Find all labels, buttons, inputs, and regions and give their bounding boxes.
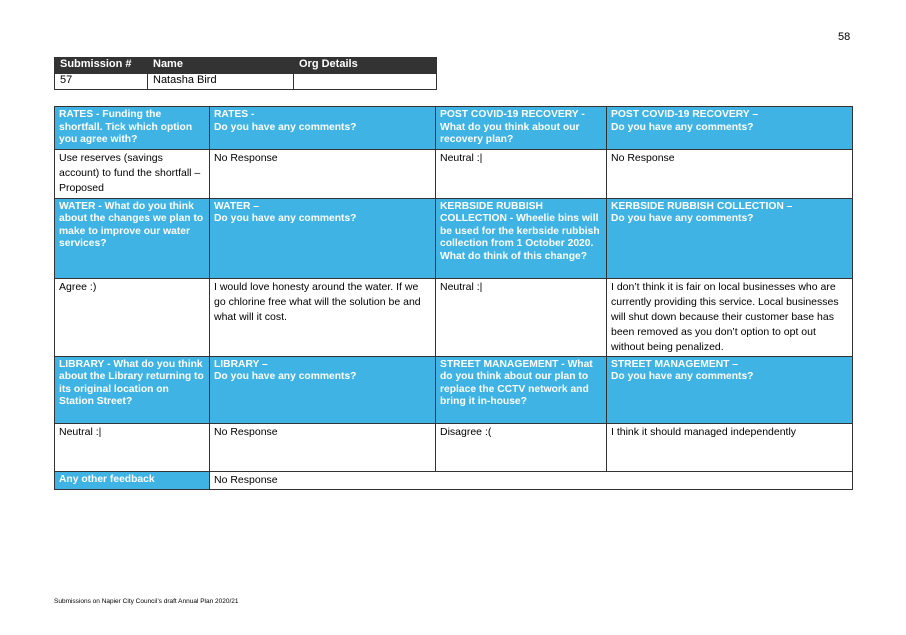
header-topic: RATES <box>59 109 94 120</box>
submission-number-value: 57 <box>54 73 148 90</box>
covid-comments-header: POST COVID-19 RECOVERY –Do you have any … <box>606 106 853 150</box>
feedback-table: RATES - Funding the shortfall. Tick whic… <box>54 106 853 490</box>
section-answer-row: Agree :) I would love honesty around the… <box>54 277 853 357</box>
header-question: - What do you think about the Library re… <box>59 358 204 408</box>
org-details-value <box>293 73 437 90</box>
org-details-header: Org Details <box>293 57 437 74</box>
kerbside-comments-answer: I don’t think it is fair on local busine… <box>606 277 853 357</box>
kerbside-header: KERBSIDE RUBBISH COLLECTION - Wheelie bi… <box>435 197 607 279</box>
rates-comments-header: RATES -Do you have any comments? <box>209 106 436 150</box>
section-answer-row: Use reserves (savings account) to fund t… <box>54 148 853 199</box>
other-feedback-label: Any other feedback <box>54 470 210 490</box>
kerbside-comments-header: KERBSIDE RUBBISH COLLECTION –Do you have… <box>606 197 853 279</box>
water-comments-answer: I would love honesty around the water. I… <box>209 277 436 357</box>
header-topic: WATER <box>59 200 96 212</box>
rates-shortfall-header: RATES - Funding the shortfall. Tick whic… <box>54 106 210 150</box>
submission-number-header: Submission # <box>54 57 148 74</box>
covid-recovery-header: POST COVID-19 RECOVERY - What do you thi… <box>435 106 607 150</box>
header-question: - Wheelie bins will be used for the kerb… <box>440 213 600 262</box>
submission-table: Submission # Name Org Details 57 Natasha… <box>54 57 437 90</box>
submission-value-row: 57 Natasha Bird <box>54 73 437 90</box>
header-topic: POST COVID-19 RECOVERY <box>440 109 579 120</box>
header-topic: POST COVID-19 RECOVERY – <box>611 109 759 120</box>
header-topic: STREET MANAGEMENT – <box>611 358 739 370</box>
street-management-comments-header: STREET MANAGEMENT –Do you have any comme… <box>606 355 853 424</box>
section-answer-row: Neutral :| No Response Disagree :( I thi… <box>54 422 853 472</box>
name-value: Natasha Bird <box>147 73 294 90</box>
library-comments-header: LIBRARY –Do you have any comments? <box>209 355 436 424</box>
header-question: - Funding the shortfall. Tick which opti… <box>59 109 193 145</box>
section-header-row: LIBRARY - What do you think about the Li… <box>54 355 853 424</box>
header-topic: RATES - <box>214 109 255 120</box>
other-feedback-row: Any other feedback No Response <box>54 470 853 490</box>
rates-shortfall-answer: Use reserves (savings account) to fund t… <box>54 148 210 199</box>
street-management-comments-answer: I think it should managed independently <box>606 422 853 472</box>
street-management-header: STREET MANAGEMENT - What do you think ab… <box>435 355 607 424</box>
library-answer: Neutral :| <box>54 422 210 472</box>
covid-comments-answer: No Response <box>606 148 853 199</box>
other-feedback-value: No Response <box>209 470 853 490</box>
header-topic: LIBRARY <box>59 358 105 370</box>
header-question: Do you have any comments? <box>611 371 754 382</box>
header-question: Do you have any comments? <box>214 371 357 382</box>
rates-comments-answer: No Response <box>209 148 436 199</box>
header-topic: LIBRARY – <box>214 358 268 370</box>
library-header: LIBRARY - What do you think about the Li… <box>54 355 210 424</box>
header-question: - What do you think about our recovery p… <box>440 109 585 145</box>
name-header: Name <box>147 57 294 74</box>
header-question: Do you have any comments? <box>611 121 754 133</box>
kerbside-answer: Neutral :| <box>435 277 607 357</box>
page-number: 58 <box>838 31 851 43</box>
header-topic: WATER – <box>214 200 260 212</box>
footer-text: Submissions on Napier City Council’s dra… <box>54 598 239 605</box>
water-answer: Agree :) <box>54 277 210 357</box>
header-question: Do you have any comments? <box>214 121 357 133</box>
covid-recovery-answer: Neutral :| <box>435 148 607 199</box>
street-management-answer: Disagree :( <box>435 422 607 472</box>
water-header: WATER - What do you think about the chan… <box>54 197 210 279</box>
header-topic: KERBSIDE RUBBISH COLLECTION – <box>611 200 793 212</box>
header-topic: STREET MANAGEMENT <box>440 358 559 370</box>
section-header-row: RATES - Funding the shortfall. Tick whic… <box>54 106 853 150</box>
water-comments-header: WATER –Do you have any comments? <box>209 197 436 279</box>
section-header-row: WATER - What do you think about the chan… <box>54 197 853 279</box>
header-question: - What do you think about the changes we… <box>59 200 204 250</box>
library-comments-answer: No Response <box>209 422 436 472</box>
header-question: - What do you think about our plan to re… <box>440 358 593 408</box>
header-question: Do you have any comments? <box>214 213 357 224</box>
header-question: Do you have any comments? <box>611 213 754 224</box>
submission-header-row: Submission # Name Org Details <box>54 57 437 74</box>
header-topic: KERBSIDE RUBBISH COLLECTION <box>440 200 543 225</box>
